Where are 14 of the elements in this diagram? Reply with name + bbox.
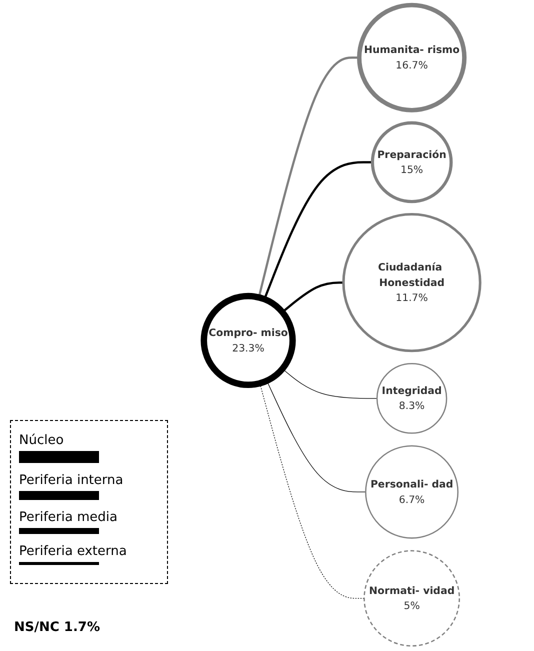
node-circle: Humanita- rismo 16.7%: [357, 2, 467, 112]
legend-text: Periferia externa: [19, 544, 128, 559]
node-circle: Ciudadanía Honestidad 11.7%: [342, 212, 482, 352]
node-circle: Compro- miso 23.3%: [200, 292, 296, 388]
node-circle: Integridad 8.3%: [376, 363, 448, 434]
node-circle: Personali- dad 6.7%: [365, 445, 459, 539]
connector: [282, 281, 344, 314]
legend-text: Núcleo: [19, 433, 65, 448]
node-circle: Normati- vidad 5%: [364, 550, 460, 647]
node-circle: Preparación 15%: [370, 121, 453, 204]
note-text: NS/NC 1.7%: [14, 620, 100, 635]
legend-text: Periferia media: [19, 510, 118, 525]
connector: [282, 368, 378, 399]
legend-text: Periferia interna: [19, 473, 124, 488]
